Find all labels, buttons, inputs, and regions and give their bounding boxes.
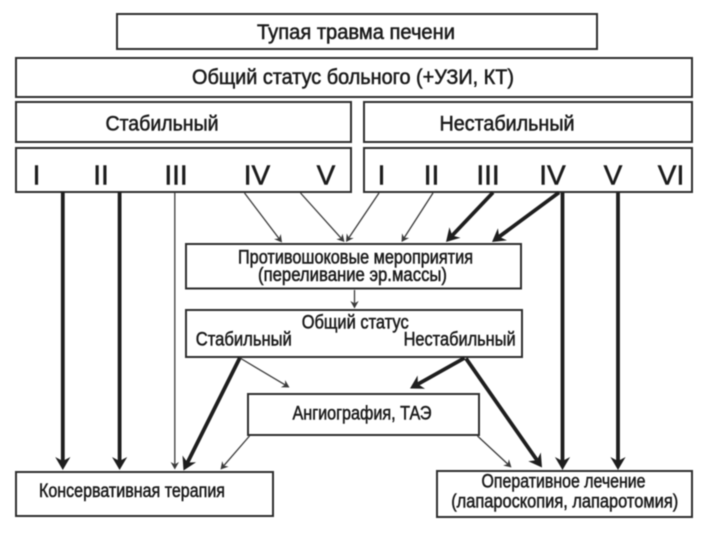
svg-text:V: V: [317, 160, 336, 191]
svg-text:(переливание эр.массы): (переливание эр.массы): [258, 264, 447, 286]
svg-text:Оперативное лечение: Оперативное лечение: [482, 471, 646, 493]
svg-text:Стабильный: Стабильный: [196, 329, 292, 351]
svg-text:Противошоковые мероприятия: Противошоковые мероприятия: [238, 247, 473, 269]
svg-text:Нестабильный: Нестабильный: [440, 113, 575, 136]
svg-text:IV: IV: [539, 160, 566, 191]
svg-text:VI: VI: [658, 160, 684, 191]
svg-text:I: I: [33, 160, 41, 191]
svg-text:Общий статус больного (+УЗИ,: Общий статус больного (+УЗИ, КТ): [192, 66, 514, 89]
svg-text:III: III: [164, 160, 187, 191]
svg-text:Ангиография, ТАЭ: Ангиография, ТАЭ: [293, 403, 432, 425]
svg-text:V: V: [604, 160, 623, 191]
svg-text:Нестабильный: Нестабильный: [404, 329, 516, 351]
svg-text:Общий статус: Общий статус: [302, 312, 409, 334]
svg-text:Тупая травма печени: Тупая травма печени: [257, 21, 455, 44]
svg-text:III: III: [476, 160, 499, 191]
svg-text:(лапароскопия, лапаротомия): (лапароскопия, лапаротомия): [451, 491, 678, 513]
svg-text:I: I: [378, 160, 386, 191]
svg-text:II: II: [424, 160, 440, 191]
svg-text:Стабильный: Стабильный: [106, 113, 219, 136]
svg-text:II: II: [93, 160, 109, 191]
svg-text:Консервативная терапия: Консервативная терапия: [39, 480, 225, 502]
svg-text:IV: IV: [244, 160, 271, 191]
